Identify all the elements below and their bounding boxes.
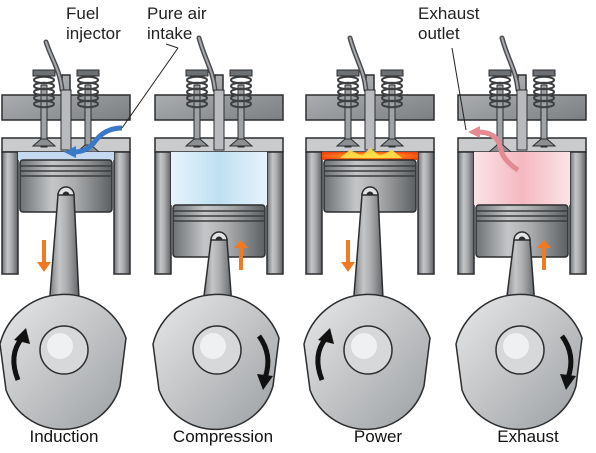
valve-stem — [193, 84, 201, 148]
valve-spring-coil — [381, 99, 403, 109]
valve-cap — [488, 69, 512, 77]
pure-air-intake-label: Pure air intake — [147, 4, 207, 44]
valve-cap — [380, 69, 404, 77]
pure-air-label-line1: Pure air — [147, 4, 207, 23]
valve-spring-coil — [186, 99, 208, 109]
combustion-flare — [340, 148, 402, 158]
valve-cap — [185, 69, 209, 77]
valve-cap — [532, 69, 556, 77]
cylinder-wall-right — [266, 151, 284, 275]
fuel-injector-body — [516, 89, 528, 151]
pure-air-leader-1 — [165, 43, 179, 49]
rotation-arrow-head — [14, 328, 30, 344]
fuel-injector-pipe-highlight — [198, 37, 216, 91]
exhaust-outlet-leader — [451, 47, 467, 131]
valve-head — [335, 138, 361, 147]
crankshaft-highlight — [503, 333, 529, 359]
combustion-chamber-gas — [474, 152, 570, 205]
fuel-injector-body — [364, 89, 376, 151]
fuel-injector-label: Fuel injector — [66, 4, 121, 44]
valve-head — [31, 138, 57, 147]
fuel-injector-pipe-highlight — [349, 37, 367, 91]
fuel-injector-pipe-highlight — [501, 37, 519, 91]
fuel-injector-body — [60, 89, 72, 151]
valve-stem — [540, 84, 548, 148]
fuel-label-line1: Fuel — [66, 4, 100, 23]
valve-spring-coil — [77, 99, 99, 109]
intake-flow-arrow — [73, 125, 123, 155]
crankshaft-highlight — [47, 333, 73, 359]
exhaust-label-line2: outlet — [418, 24, 460, 43]
valve-cap — [229, 69, 253, 77]
exhaust-flow-arrow — [477, 129, 520, 173]
cylinder-wall-left — [305, 151, 323, 275]
fuel-label-line2: injector — [66, 24, 121, 43]
caption-exhaust: Exhaust — [497, 427, 559, 446]
valve-head — [228, 138, 254, 147]
exhaust-outlet-label: Exhaust outlet — [418, 4, 479, 44]
valve-head — [531, 138, 557, 147]
cylinder-compression — [152, 35, 284, 431]
rotation-arrow — [256, 334, 271, 379]
combustion-chamber-gas — [18, 152, 114, 160]
pure-air-label-line2: intake — [147, 24, 193, 43]
intake-flow-arrow-head — [64, 146, 76, 158]
fuel-injector-body — [213, 89, 225, 151]
fuel-injector-pipe-highlight — [45, 41, 63, 91]
crankshaft-highlight — [351, 333, 377, 359]
valve-spring-coil — [489, 99, 511, 109]
valve-spring-coil — [33, 99, 55, 109]
cylinder-wall-left — [1, 151, 19, 275]
pure-air-leader-2 — [121, 47, 179, 129]
rotation-arrow-head — [560, 374, 576, 390]
valve-head — [379, 138, 405, 147]
cylinder-exhaust — [455, 35, 587, 431]
valve-stem — [237, 84, 245, 148]
rotation-arrow-head — [318, 328, 334, 344]
valve-spring-coil — [230, 99, 252, 109]
valve-spring-coil — [533, 99, 555, 109]
cylinder-induction — [0, 39, 131, 431]
cylinder-wall-right — [569, 151, 587, 275]
exhaust-flow-arrow-head — [468, 126, 480, 138]
caption-power: Power — [353, 427, 403, 446]
cylinder-wall-left — [154, 151, 172, 275]
crankshaft-highlight — [200, 333, 226, 359]
rotation-arrow — [559, 334, 574, 379]
piston-motion-arrow-head — [234, 240, 248, 248]
piston-motion-arrow-head — [537, 240, 551, 248]
piston-motion-arrow-head — [37, 262, 51, 272]
valve-cap — [76, 69, 100, 77]
valve-stem — [40, 84, 48, 148]
piston-motion-arrow-head — [341, 262, 355, 272]
valve-spring-coil — [337, 99, 359, 109]
valve-stem — [344, 84, 352, 148]
caption-compression: Compression — [172, 427, 274, 446]
valve-cap — [32, 69, 56, 77]
caption-induction: Induction — [29, 427, 99, 446]
exhaust-label-line1: Exhaust — [418, 4, 480, 23]
valve-head — [184, 138, 210, 147]
cylinder-wall-left — [457, 151, 475, 275]
valve-cap — [336, 69, 360, 77]
rotation-arrow-head — [257, 374, 273, 390]
cylinder-wall-right — [417, 151, 435, 275]
valve-stem — [388, 84, 396, 148]
cylinder-power — [303, 35, 435, 431]
combustion-chamber-gas — [171, 152, 267, 205]
cylinder-wall-right — [113, 151, 131, 275]
